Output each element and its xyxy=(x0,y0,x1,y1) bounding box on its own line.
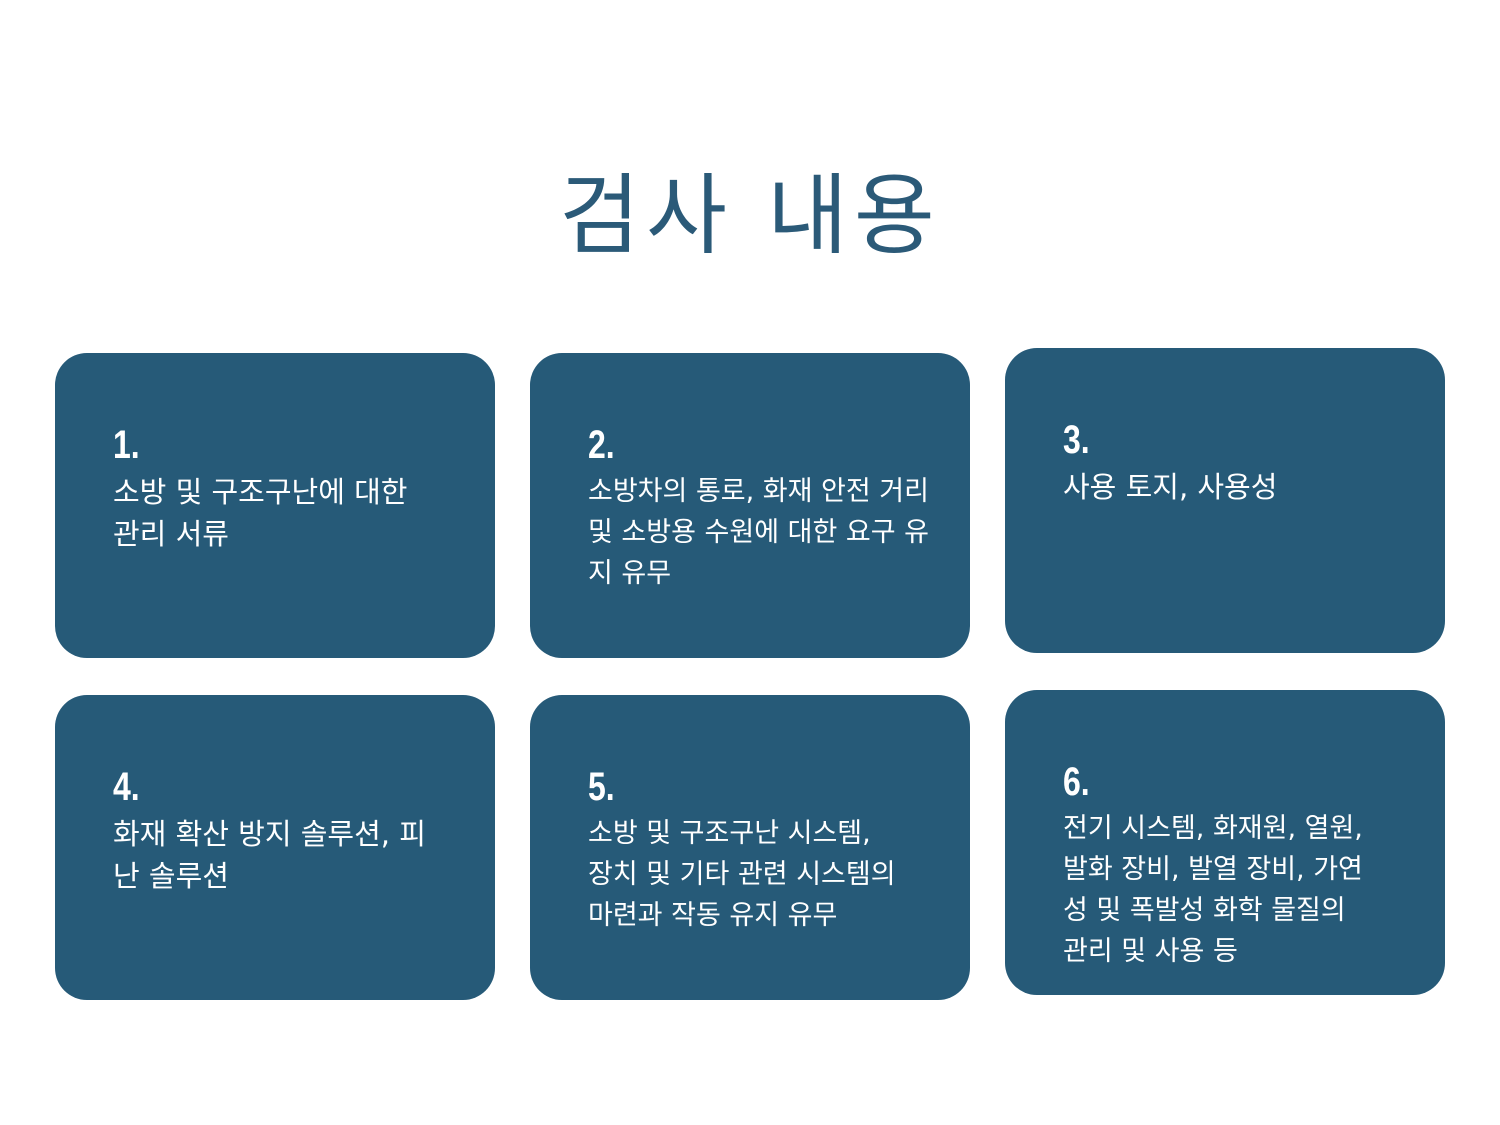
card-text: 소방 및 구조구난에 대한 관리 서류 xyxy=(113,475,408,551)
inspection-card-1: 1. 소방 및 구조구난에 대한 관리 서류 xyxy=(55,353,495,658)
card-text: 전기 시스템, 화재원, 열원, 발화 장비, 발열 장비, 가연 성 및 폭발… xyxy=(1063,813,1363,967)
card-text: 소방 및 구조구난 시스템, 장치 및 기타 관련 시스템의 마련과 작동 유지… xyxy=(588,818,896,931)
inspection-card-2: 2. 소방차의 통로, 화재 안전 거리 및 소방용 수원에 대한 요구 유 지… xyxy=(530,353,970,658)
card-number: 6. xyxy=(1063,760,1090,804)
card-number: 3. xyxy=(1063,418,1090,462)
card-number: 4. xyxy=(113,765,140,809)
inspection-card-4: 4. 화재 확산 방지 솔루션, 피 난 솔루션 xyxy=(55,695,495,1000)
card-text: 화재 확산 방지 솔루션, 피 난 솔루션 xyxy=(113,817,426,893)
card-text: 사용 토지, 사용성 xyxy=(1063,470,1278,504)
card-text: 소방차의 통로, 화재 안전 거리 및 소방용 수원에 대한 요구 유 지 유무 xyxy=(588,476,929,589)
card-number: 1. xyxy=(113,423,140,467)
page-title: 검사 내용 xyxy=(559,164,941,267)
inspection-card-6: 6. 전기 시스템, 화재원, 열원, 발화 장비, 발열 장비, 가연 성 및… xyxy=(1005,690,1445,995)
inspection-card-3: 3. 사용 토지, 사용성 xyxy=(1005,348,1445,653)
card-number: 5. xyxy=(588,765,615,809)
card-number: 2. xyxy=(588,423,615,467)
inspection-card-5: 5. 소방 및 구조구난 시스템, 장치 및 기타 관련 시스템의 마련과 작동… xyxy=(530,695,970,1000)
